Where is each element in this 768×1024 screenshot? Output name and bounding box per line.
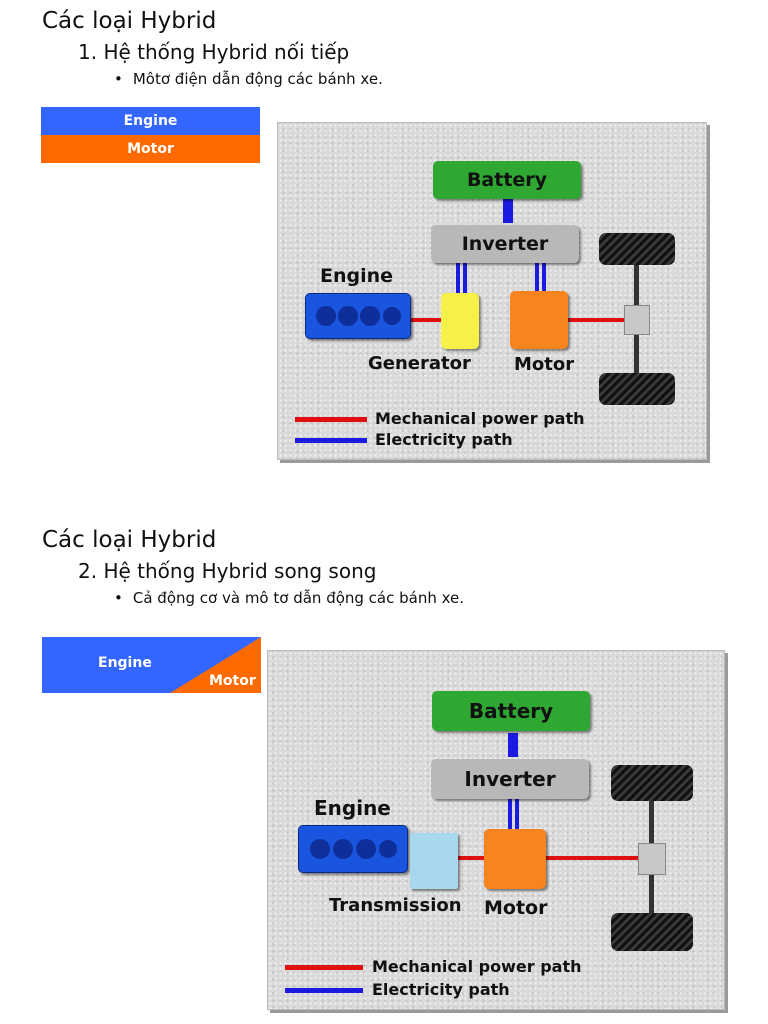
transmission-label: Transmission: [329, 895, 462, 916]
transmission-motor-shaft: [458, 856, 484, 860]
battery-inverter-wire: [503, 199, 513, 223]
tire-bottom-icon: [599, 373, 675, 405]
inverter-motor-wire-b: [542, 263, 546, 293]
differential-icon: [638, 843, 666, 875]
series-hybrid-diagram: Battery Inverter Engine Generator Motor …: [277, 122, 707, 460]
tire-top-icon: [599, 233, 675, 265]
motor-label: Motor: [484, 897, 548, 919]
engine-label: Engine: [320, 265, 394, 287]
section2-title: Các loại Hybrid: [42, 527, 217, 553]
differential-icon: [624, 305, 650, 335]
engine-icon: [305, 293, 411, 339]
engine-generator-shaft: [410, 318, 442, 322]
inverter-motor-wire-b: [515, 799, 519, 829]
legend-split-icon: [42, 637, 261, 693]
inverter-box: Inverter: [431, 225, 579, 263]
elec-path-legend-line: [295, 438, 367, 443]
mech-path-legend-line: [285, 965, 363, 970]
inverter-box: Inverter: [431, 759, 589, 799]
engine-icon: [298, 825, 408, 873]
section1-bullet: • Môtơ điện dẫn động các bánh xe.: [114, 70, 383, 88]
section2-bullet: • Cả động cơ và mô tơ dẫn động các bánh x…: [114, 589, 464, 607]
battery-box: Battery: [432, 691, 590, 731]
inverter-generator-wire-a: [456, 263, 460, 293]
legend-engine: Engine: [98, 655, 152, 671]
legend-parallel: Engine Motor: [42, 637, 261, 693]
inverter-generator-wire-b: [463, 263, 467, 293]
section1-bullet-text: Môtơ điện dẫn động các bánh xe.: [132, 70, 383, 88]
motor-axle-shaft: [546, 856, 642, 860]
transmission-icon: [410, 833, 458, 889]
bullet-icon: •: [114, 589, 123, 607]
battery-inverter-wire: [508, 733, 518, 757]
bullet-icon: •: [114, 70, 123, 88]
motor-axle-shaft: [568, 318, 628, 322]
section1-subtitle: 1. Hệ thống Hybrid nối tiếp: [78, 40, 350, 64]
section2-bullet-text: Cả động cơ và mô tơ dẫn động các bánh xe…: [132, 589, 465, 607]
tire-bottom-icon: [611, 913, 693, 951]
mech-path-legend-line: [295, 417, 367, 422]
legend-motor: Motor: [209, 673, 256, 689]
elec-path-label: Electricity path: [375, 430, 513, 449]
legend-engine: Engine: [41, 107, 260, 135]
elec-path-legend-line: [285, 988, 363, 993]
motor-icon: [510, 291, 568, 349]
generator-label: Generator: [368, 353, 471, 374]
motor-icon: [484, 829, 546, 889]
parallel-hybrid-diagram: Battery Inverter Engine Transmission Mot…: [267, 650, 725, 1010]
generator-icon: [441, 293, 479, 349]
legend-motor: Motor: [41, 135, 260, 163]
section2-subtitle: 2. Hệ thống Hybrid song song: [78, 559, 377, 583]
tire-top-icon: [611, 765, 693, 801]
mech-path-label: Mechanical power path: [375, 409, 585, 428]
inverter-motor-wire-a: [508, 799, 512, 829]
engine-label: Engine: [314, 796, 391, 820]
mech-path-label: Mechanical power path: [372, 957, 582, 976]
legend-series: Engine Motor: [41, 107, 260, 163]
section1-title: Các loại Hybrid: [42, 8, 217, 34]
motor-label: Motor: [514, 354, 575, 375]
inverter-motor-wire-a: [535, 263, 539, 293]
elec-path-label: Electricity path: [372, 980, 510, 999]
battery-box: Battery: [433, 161, 581, 199]
